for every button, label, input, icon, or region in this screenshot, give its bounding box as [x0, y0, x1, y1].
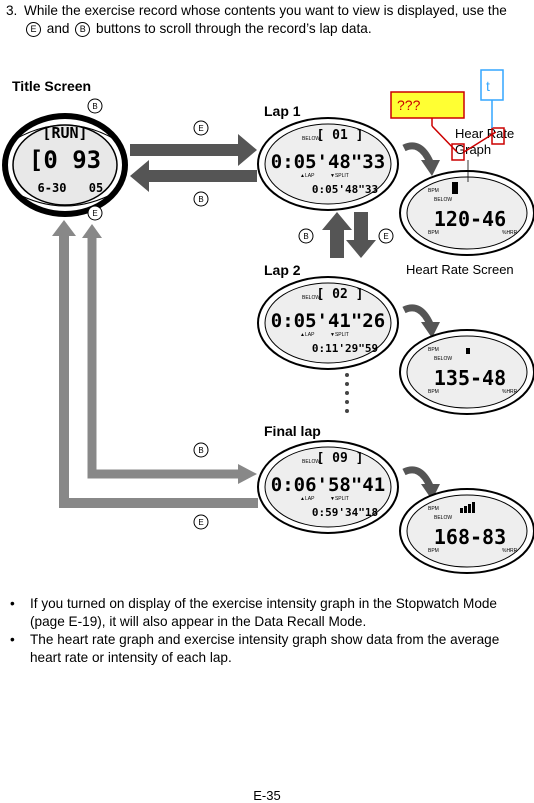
lap2-hr-below: BELOW [434, 356, 452, 362]
step-number: 3. [6, 3, 18, 18]
title-watch: [RUN] [0 93 6-30 05 B E [2, 98, 128, 221]
note-text-1: If you turned on display of the exercise… [30, 596, 497, 629]
lap2-hr-hrr: %HRR [502, 389, 518, 395]
lap1-time: 0:05'48"33 [271, 151, 385, 173]
bullet-icon: • [10, 596, 15, 611]
final-e-label: E [198, 518, 203, 527]
yellow-callout-box [390, 91, 465, 119]
lap2-hr-watch: BPM BELOW 135-48 BPM %HRR [399, 329, 534, 415]
final-watch: BELOW [ 09 ] 0:06'58"41 ▲LAP ▼SPLIT 0:59… [257, 440, 399, 534]
step-text-part2: buttons to scroll through the record’s l… [96, 21, 372, 36]
title-count-text: 05 [89, 181, 103, 195]
lap2-number: [ 02 ] [317, 287, 364, 302]
lap1-hr-bpm-top: BPM [428, 188, 439, 194]
lap1-below: BELOW [302, 136, 320, 142]
lap-navigation-diagram: [RUN] [0 93 6-30 05 B E E B B E B E [2, 69, 534, 574]
final-split: 0:59'34"18 [312, 506, 378, 519]
final-split-mark: ▼SPLIT [330, 496, 349, 502]
lap1-hr-watch: BPM BELOW 120-46 BPM %HRR [399, 170, 534, 256]
final-hr-value: 168-83 [434, 525, 506, 549]
lap2-watch: BELOW [ 02 ] 0:05'41"26 ▲LAP ▼SPLIT 0:11… [257, 276, 399, 370]
watch-b-button [87, 98, 103, 114]
yellow-callout-text: ??? [397, 97, 421, 113]
bullet-icon: • [10, 632, 15, 647]
lap1-hr-bpm: BPM [428, 230, 439, 236]
lap2-hr-bpm-top: BPM [428, 347, 439, 353]
title-screen-label: Title Screen [12, 78, 92, 94]
title-date-text: 6-30 [38, 181, 67, 195]
hr-curved-arrows [402, 142, 434, 488]
lap1-split: 0:05'48"33 [312, 183, 378, 196]
lap2-below: BELOW [302, 295, 320, 301]
lap1-lap-mark: ▲LAP [300, 173, 315, 179]
lap2-hr-value: 135-48 [434, 366, 506, 390]
arrow-e-label: E [198, 124, 203, 133]
lap2-split: 0:11'29"59 [312, 342, 378, 355]
final-lap-label: Final lap [264, 423, 321, 439]
note-text-2: The heart rate graph and exercise intens… [30, 632, 500, 665]
lap1-watch: BELOW [ 01 ] 0:05'48"33 ▲LAP ▼SPLIT 0:05… [257, 117, 399, 211]
b-button-icon: B [75, 22, 91, 37]
final-lap-mark: ▲LAP [300, 496, 315, 502]
updown-b-label: B [303, 232, 308, 241]
final-hr-watch: BPM BELOW 168-83 BPM %HRR [399, 488, 534, 574]
final-below: BELOW [302, 459, 320, 465]
lap1-hr-hrr: %HRR [502, 230, 518, 236]
updown-e-label: E [383, 232, 388, 241]
lap1-hr-value: 120-46 [434, 207, 506, 231]
blue-callout-text: t [486, 78, 490, 94]
watch-b-button-label: B [92, 102, 97, 111]
step-text-and: and [46, 21, 70, 36]
lap1-lap2-arrows: B E [298, 212, 394, 258]
title-mode-text: [RUN] [42, 124, 87, 142]
note-item: • If you turned on display of the exerci… [10, 595, 525, 631]
blue-callout-box [480, 69, 504, 101]
final-time: 0:06'58"41 [271, 474, 385, 496]
final-hr-hrr: %HRR [502, 548, 518, 554]
heart-rate-screen-label: Heart Rate Screen [406, 262, 514, 277]
lap2-label: Lap 2 [264, 262, 301, 278]
lap2-hr-bpm: BPM [428, 389, 439, 395]
watch-e-button [87, 205, 103, 221]
long-arrows: B E [52, 220, 258, 530]
step-text-part1: While the exercise record whose contents… [24, 3, 507, 18]
intro-step: 3. While the exercise record whose conte… [6, 2, 521, 38]
final-hr-bpm: BPM [428, 548, 439, 554]
final-hr-bpm-top: BPM [428, 506, 439, 512]
heart-rate-graph-line1: Hear Rate [455, 126, 515, 141]
lap1-label: Lap 1 [264, 103, 301, 119]
page-number: E-35 [253, 788, 281, 803]
final-number: [ 09 ] [317, 451, 364, 466]
lap1-number: [ 01 ] [317, 128, 364, 143]
step-text: While the exercise record whose contents… [24, 2, 521, 38]
arrow-b-label: B [198, 195, 203, 204]
notes-list: • If you turned on display of the exerci… [10, 595, 525, 667]
watch-e-button-label: E [92, 209, 97, 218]
note-item: • The heart rate graph and exercise inte… [10, 631, 525, 667]
title-lap1-arrows: E B [130, 120, 257, 207]
lap1-split-mark: ▼SPLIT [330, 173, 349, 179]
ellipsis-dots [345, 373, 349, 413]
lap2-lap-mark: ▲LAP [300, 332, 315, 338]
annotation-callouts: ??? t [390, 69, 505, 182]
final-hr-below: BELOW [434, 515, 452, 521]
final-b-label: B [198, 446, 203, 455]
title-main-text: [0 93 [29, 146, 101, 174]
lap1-hr-below: BELOW [434, 197, 452, 203]
lap2-time: 0:05'41"26 [271, 310, 385, 332]
lap2-split-mark: ▼SPLIT [330, 332, 349, 338]
e-button-icon: E [26, 22, 41, 37]
